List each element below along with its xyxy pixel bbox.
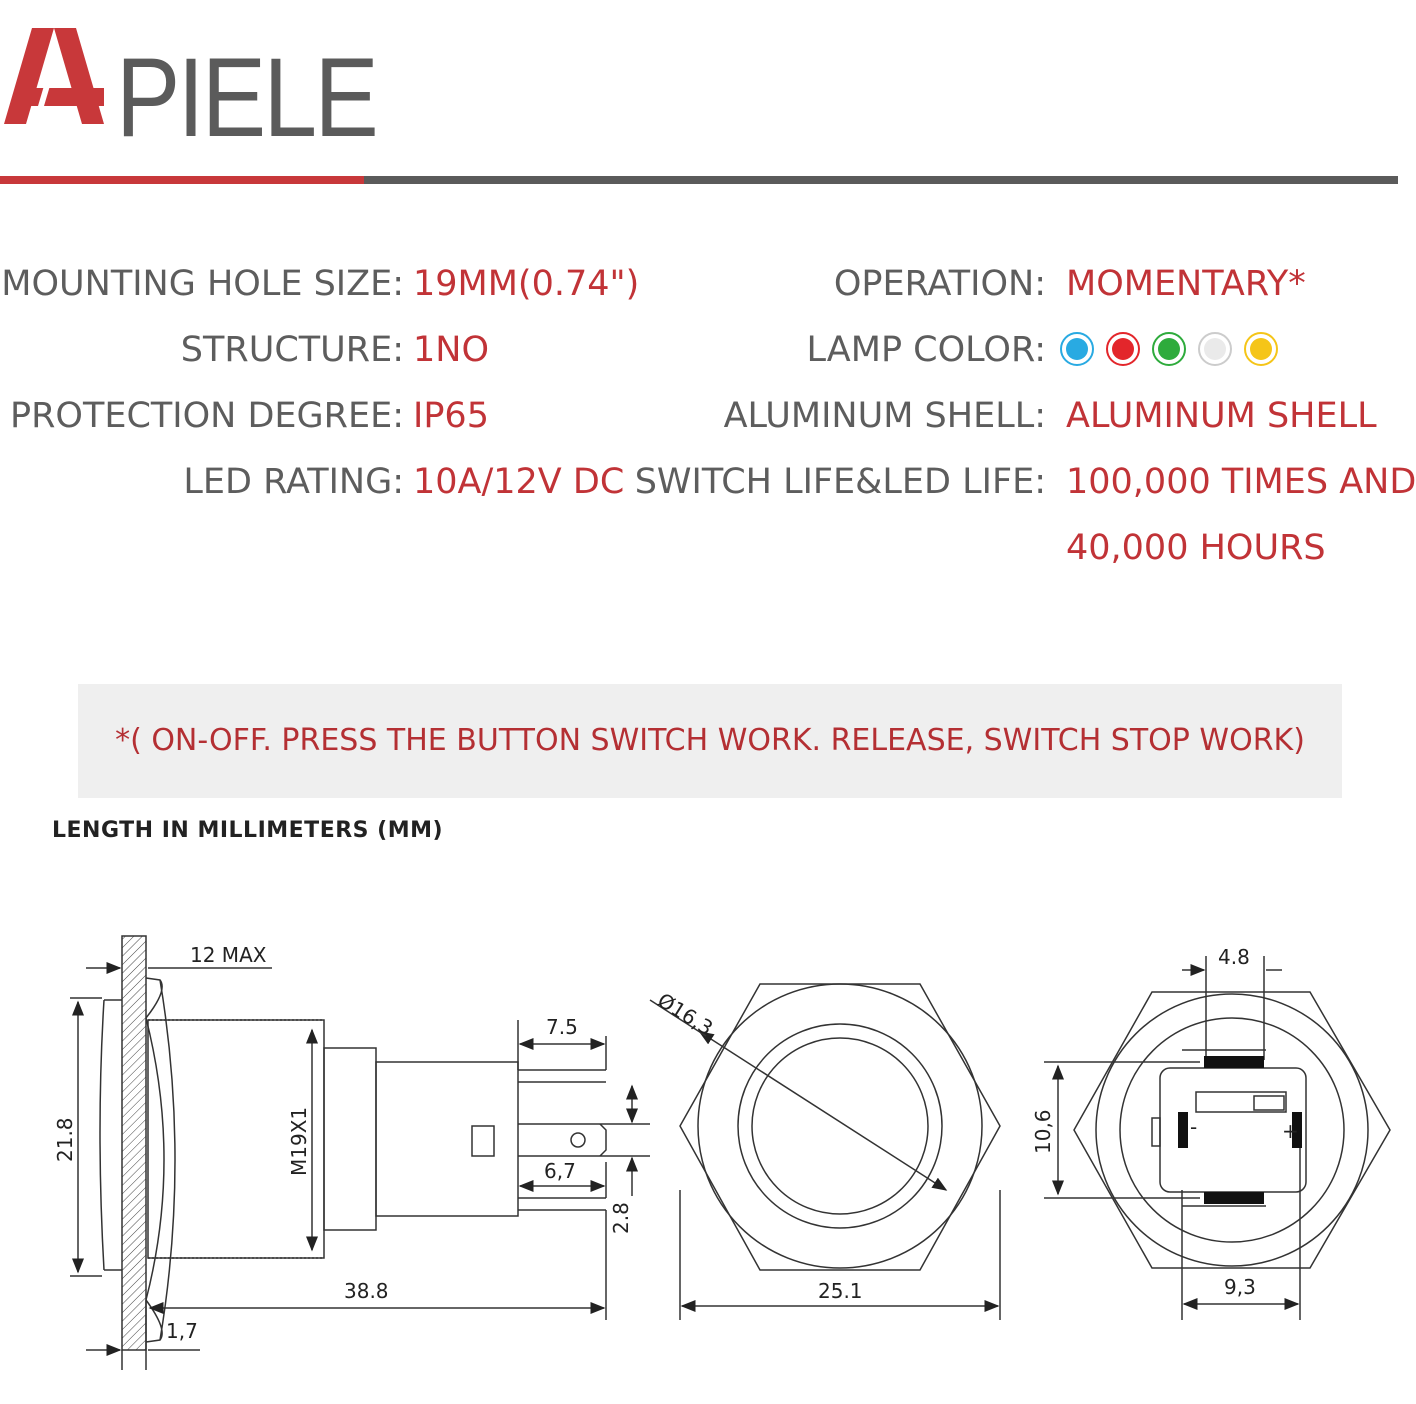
operation-note-box: *( ON-OFF. PRESS THE BUTTON SWITCH WORK.… xyxy=(78,684,1342,798)
spec-label-structure: STRUCTURE: xyxy=(180,330,404,370)
side-view xyxy=(70,935,650,1370)
dim-length: 38.8 xyxy=(344,1279,389,1303)
logo-mark-icon xyxy=(4,28,104,124)
spec-value-led-rating: 10A/12V DC xyxy=(413,462,625,502)
lamp-swatch-yellow xyxy=(1244,332,1278,366)
spec-value-mounting-hole: 19MM(0.74") xyxy=(413,264,640,304)
spec-value-operation: MOMENTARY* xyxy=(1066,264,1306,304)
lamp-swatch-blue xyxy=(1060,332,1094,366)
pin-minus-mark: - xyxy=(1190,1115,1197,1139)
rear-pins xyxy=(1178,1056,1302,1204)
spec-value-protection: IP65 xyxy=(413,396,489,436)
spec-value-shell: ALUMINUM SHELL xyxy=(1066,396,1377,436)
spec-label-shell: ALUMINUM SHELL: xyxy=(723,396,1046,436)
dim-max-thickness: 12 MAX xyxy=(190,943,267,967)
operation-note: *( ON-OFF. PRESS THE BUTTON SWITCH WORK.… xyxy=(115,723,1305,758)
dim-terminal-pitch: 6,7 xyxy=(544,1159,576,1183)
pin-plus-mark: + xyxy=(1282,1119,1299,1143)
spec-value-structure: 1NO xyxy=(413,330,489,370)
dim-thread: M19X1 xyxy=(287,1107,311,1176)
spec-value-life: 100,000 TIMES AND xyxy=(1066,462,1416,502)
lamp-color-swatches xyxy=(1060,332,1278,372)
lamp-swatch-red xyxy=(1106,332,1140,366)
spec-label-operation: OPERATION: xyxy=(833,264,1046,304)
dim-pin-spacing: 10,6 xyxy=(1031,1109,1055,1154)
header-rule xyxy=(364,176,1398,184)
units-label: LENGTH IN MILLIMETERS (MM) xyxy=(52,818,444,843)
brand-name: PIELE xyxy=(116,35,379,160)
header-rule-accent xyxy=(0,176,364,184)
spec-label-protection: PROTECTION DEGREE: xyxy=(10,396,404,436)
dim-terminal-width: 2.8 xyxy=(609,1202,633,1234)
technical-drawing: 12 MAX 21.8 M19X1 7.5 6,7 2.8 38.8 1,7 Ø… xyxy=(53,935,1391,1370)
dim-ring-diameter: Ø16,3 xyxy=(653,988,717,1040)
spec-label-led-rating: LED RATING: xyxy=(183,462,404,502)
rear-view xyxy=(1044,956,1391,1320)
lamp-swatch-white xyxy=(1198,332,1232,366)
spec-value-life-2: 40,000 HOURS xyxy=(1066,528,1326,568)
spec-label-life: SWITCH LIFE&LED LIFE: xyxy=(634,462,1046,502)
front-view xyxy=(649,983,1001,1320)
dim-terminal-length: 7.5 xyxy=(546,1015,578,1039)
dim-height: 21.8 xyxy=(53,1117,77,1162)
dim-hex: 25.1 xyxy=(818,1279,863,1303)
dim-lamp-pin-spacing: 9,3 xyxy=(1224,1275,1256,1299)
brand-logo: PIELE xyxy=(4,28,379,154)
spec-label-lamp-color: LAMP COLOR: xyxy=(806,330,1047,370)
dim-pin-width: 4.8 xyxy=(1218,945,1250,969)
dim-flange: 1,7 xyxy=(166,1319,198,1343)
lamp-swatch-green xyxy=(1152,332,1186,366)
spec-label-mounting-hole: MOUNTING HOLE SIZE: xyxy=(1,264,404,304)
